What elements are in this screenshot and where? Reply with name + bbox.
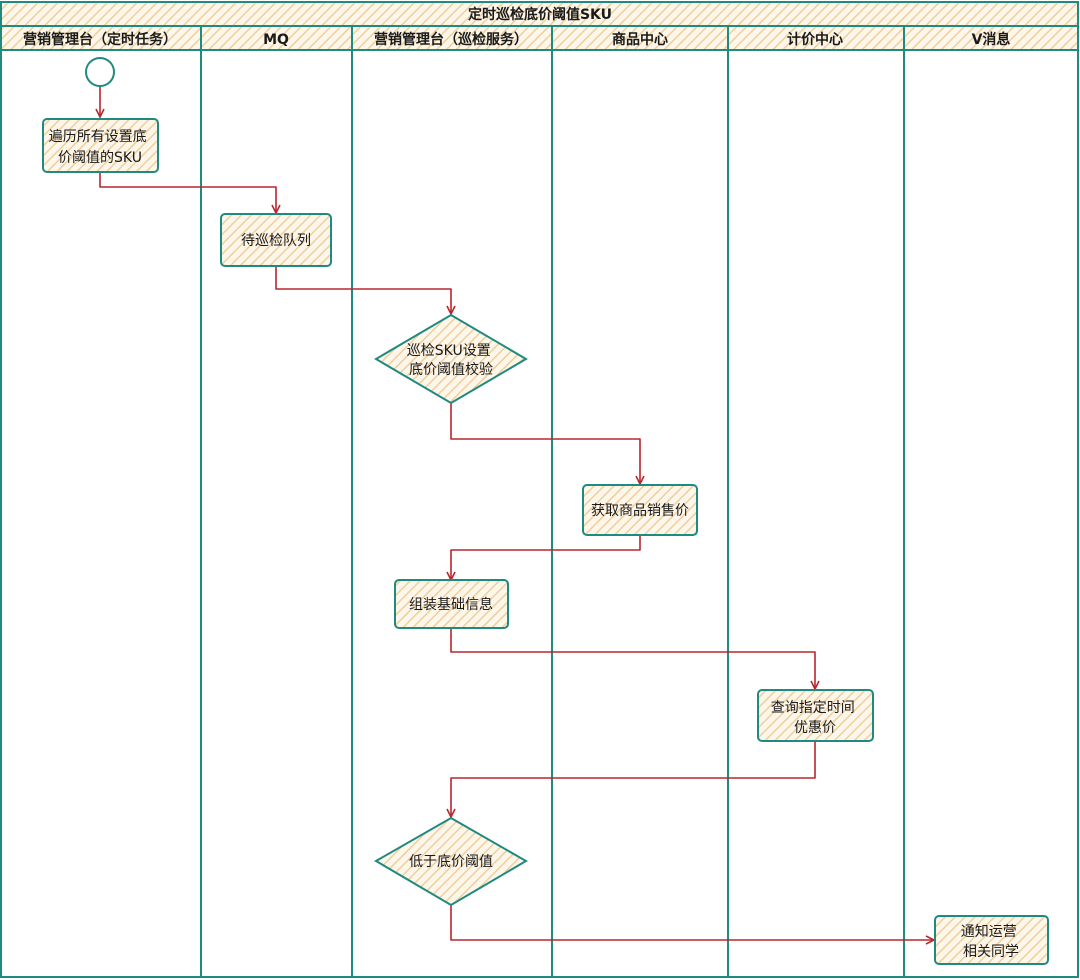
svg-text:通知运营 相关同学: 通知运营 相关同学 xyxy=(961,923,1021,960)
svg-text:遍历所有设置底 价阈值的SKU: 遍历所有设置底 价阈值的SKU xyxy=(49,129,151,166)
lane-header-3: 营销管理台（巡检服务） xyxy=(374,31,528,48)
get-price-label: 获取商品销售价 xyxy=(591,503,689,519)
arrow-assemble-to-query xyxy=(450,628,815,688)
arrow-query-to-below xyxy=(451,741,816,816)
lane-header-bg xyxy=(0,25,1079,51)
process-traverse: 遍历所有设置底 价阈值的SKU xyxy=(42,118,159,173)
query-promo-label-line-1: 查询指定时间 xyxy=(771,700,855,716)
lane-header-6: V消息 xyxy=(972,31,1011,48)
notify-label-line-2: 相关同学 xyxy=(963,944,1019,960)
diagram-title: 定时巡检底价阈值SKU xyxy=(468,6,612,23)
check-label-line-2: 底价阈值校验 xyxy=(409,361,493,378)
arrow-queue-to-check xyxy=(275,266,451,313)
decision-check: 巡检SKU设置 底价阈值校验 xyxy=(374,313,528,405)
process-notify: 通知运营 相关同学 xyxy=(934,915,1049,965)
svg-text:查询指定时间 优惠价: 查询指定时间 优惠价 xyxy=(771,700,859,736)
arrow-below-to-notify xyxy=(450,905,933,940)
query-promo-label-line-2: 优惠价 xyxy=(794,720,836,736)
notify-label-line-1: 通知运营 xyxy=(961,923,1017,940)
flow-arrows xyxy=(100,87,933,940)
lane-headers: 营销管理台（定时任务） MQ 营销管理台（巡检服务） 商品中心 计价中心 V消息 xyxy=(0,25,1079,51)
lane-header-5: 计价中心 xyxy=(787,31,843,48)
check-label-line-1: 巡检SKU设置 xyxy=(407,343,491,359)
below-label: 低于底价阈值 xyxy=(409,854,493,870)
process-query-promo: 查询指定时间 优惠价 xyxy=(757,689,874,742)
arrow-traverse-to-queue xyxy=(99,172,276,212)
traverse-label-line-1: 遍历所有设置底 xyxy=(49,129,147,145)
decision-below: 低于底价阈值 xyxy=(374,816,528,907)
queue-label: 待巡检队列 xyxy=(241,233,311,249)
lane-header-2: MQ xyxy=(263,32,289,48)
process-get-price: 获取商品销售价 xyxy=(582,484,698,536)
start-node xyxy=(85,57,115,87)
traverse-label-line-2: 价阈值的SKU xyxy=(58,150,142,166)
arrow-getprice-to-assemble xyxy=(451,535,641,579)
arrow-check-to-getprice xyxy=(450,403,640,483)
lane-header-4: 商品中心 xyxy=(612,31,668,48)
lane-header-1: 营销管理台（定时任务） xyxy=(23,31,177,48)
process-assemble: 组装基础信息 xyxy=(394,579,509,629)
svg-text:巡检SKU设置 底价阈值校验: 巡检SKU设置 底价阈值校验 xyxy=(407,343,495,378)
process-queue: 待巡检队列 xyxy=(220,213,332,267)
assemble-label: 组装基础信息 xyxy=(409,596,493,613)
